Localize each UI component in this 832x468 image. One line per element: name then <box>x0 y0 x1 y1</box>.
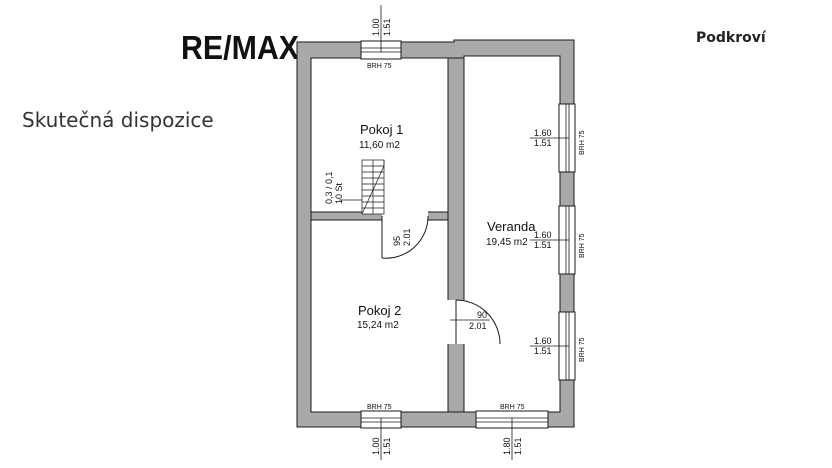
door-pokoj-2-height: 2.01 <box>469 321 487 331</box>
door-pokoj-1-width: 95 <box>392 236 402 246</box>
window-top-height: 1.51 <box>382 18 392 36</box>
window-top-width: 1.00 <box>371 18 381 36</box>
window-right-1-height: 1.51 <box>534 138 552 148</box>
window-bottom-right-brh: BRH 75 <box>500 404 525 411</box>
floor-title: Podkroví <box>696 30 766 46</box>
room-pokoj-1-name: Pokoj 1 <box>360 122 403 137</box>
partition-wall-v <box>447 57 465 413</box>
window-bottom-left-height: 1.51 <box>382 437 392 455</box>
window-right-2: 1.60 1.51 BRH 75 <box>530 205 586 275</box>
window-right-2-brh: BRH 75 <box>579 233 586 258</box>
window-top: 1.00 1.51 BRH 75 <box>360 5 402 70</box>
stairs-label-1: 0,3 / 0,1 <box>324 171 334 204</box>
staircase: 0,3 / 0,1 10 St <box>324 159 385 215</box>
window-right-3-brh: BRH 75 <box>579 337 586 362</box>
window-right-3-width: 1.60 <box>534 336 552 346</box>
window-right-2-width: 1.60 <box>534 230 552 240</box>
window-right-1-brh: BRH 75 <box>579 130 586 155</box>
window-bottom-right-width: 1.80 <box>502 437 512 455</box>
window-bottom-left: BRH 75 1.00 1.51 <box>360 404 402 460</box>
window-bottom-left-brh: BRH 75 <box>367 404 392 411</box>
stairs-label-2: 10 St <box>334 182 344 204</box>
door-pokoj-2: 90 2.01 <box>450 299 501 345</box>
window-right-3-height: 1.51 <box>534 346 552 356</box>
window-top-brh: BRH 75 <box>367 63 392 70</box>
window-bottom-right-height: 1.51 <box>513 437 523 455</box>
door-pokoj-2-width: 90 <box>477 310 487 320</box>
remax-logo: RE/MAX <box>181 31 299 63</box>
room-pokoj-2-area: 15,24 m2 <box>357 320 399 331</box>
door-pokoj-1-height: 2.01 <box>402 228 412 246</box>
room-veranda-name: Veranda <box>487 219 536 234</box>
plan-subtitle: Skutečná dispozice <box>22 108 214 132</box>
window-bottom-left-width: 1.00 <box>371 437 381 455</box>
door-pokoj-1: 95 2.01 <box>381 215 429 259</box>
logo-text: RE/MAX <box>181 31 299 63</box>
room-veranda-area: 19,45 m2 <box>486 237 528 248</box>
window-right-1-width: 1.60 <box>534 128 552 138</box>
window-right-2-height: 1.51 <box>534 240 552 250</box>
room-pokoj-1-area: 11,60 m2 <box>359 140 400 151</box>
window-right-1: 1.60 1.51 BRH 75 <box>530 103 586 173</box>
room-pokoj-2-name: Pokoj 2 <box>358 303 401 318</box>
window-right-3: 1.60 1.51 BRH 75 <box>530 311 586 381</box>
window-bottom-right: BRH 75 1.80 1.51 <box>475 404 549 460</box>
